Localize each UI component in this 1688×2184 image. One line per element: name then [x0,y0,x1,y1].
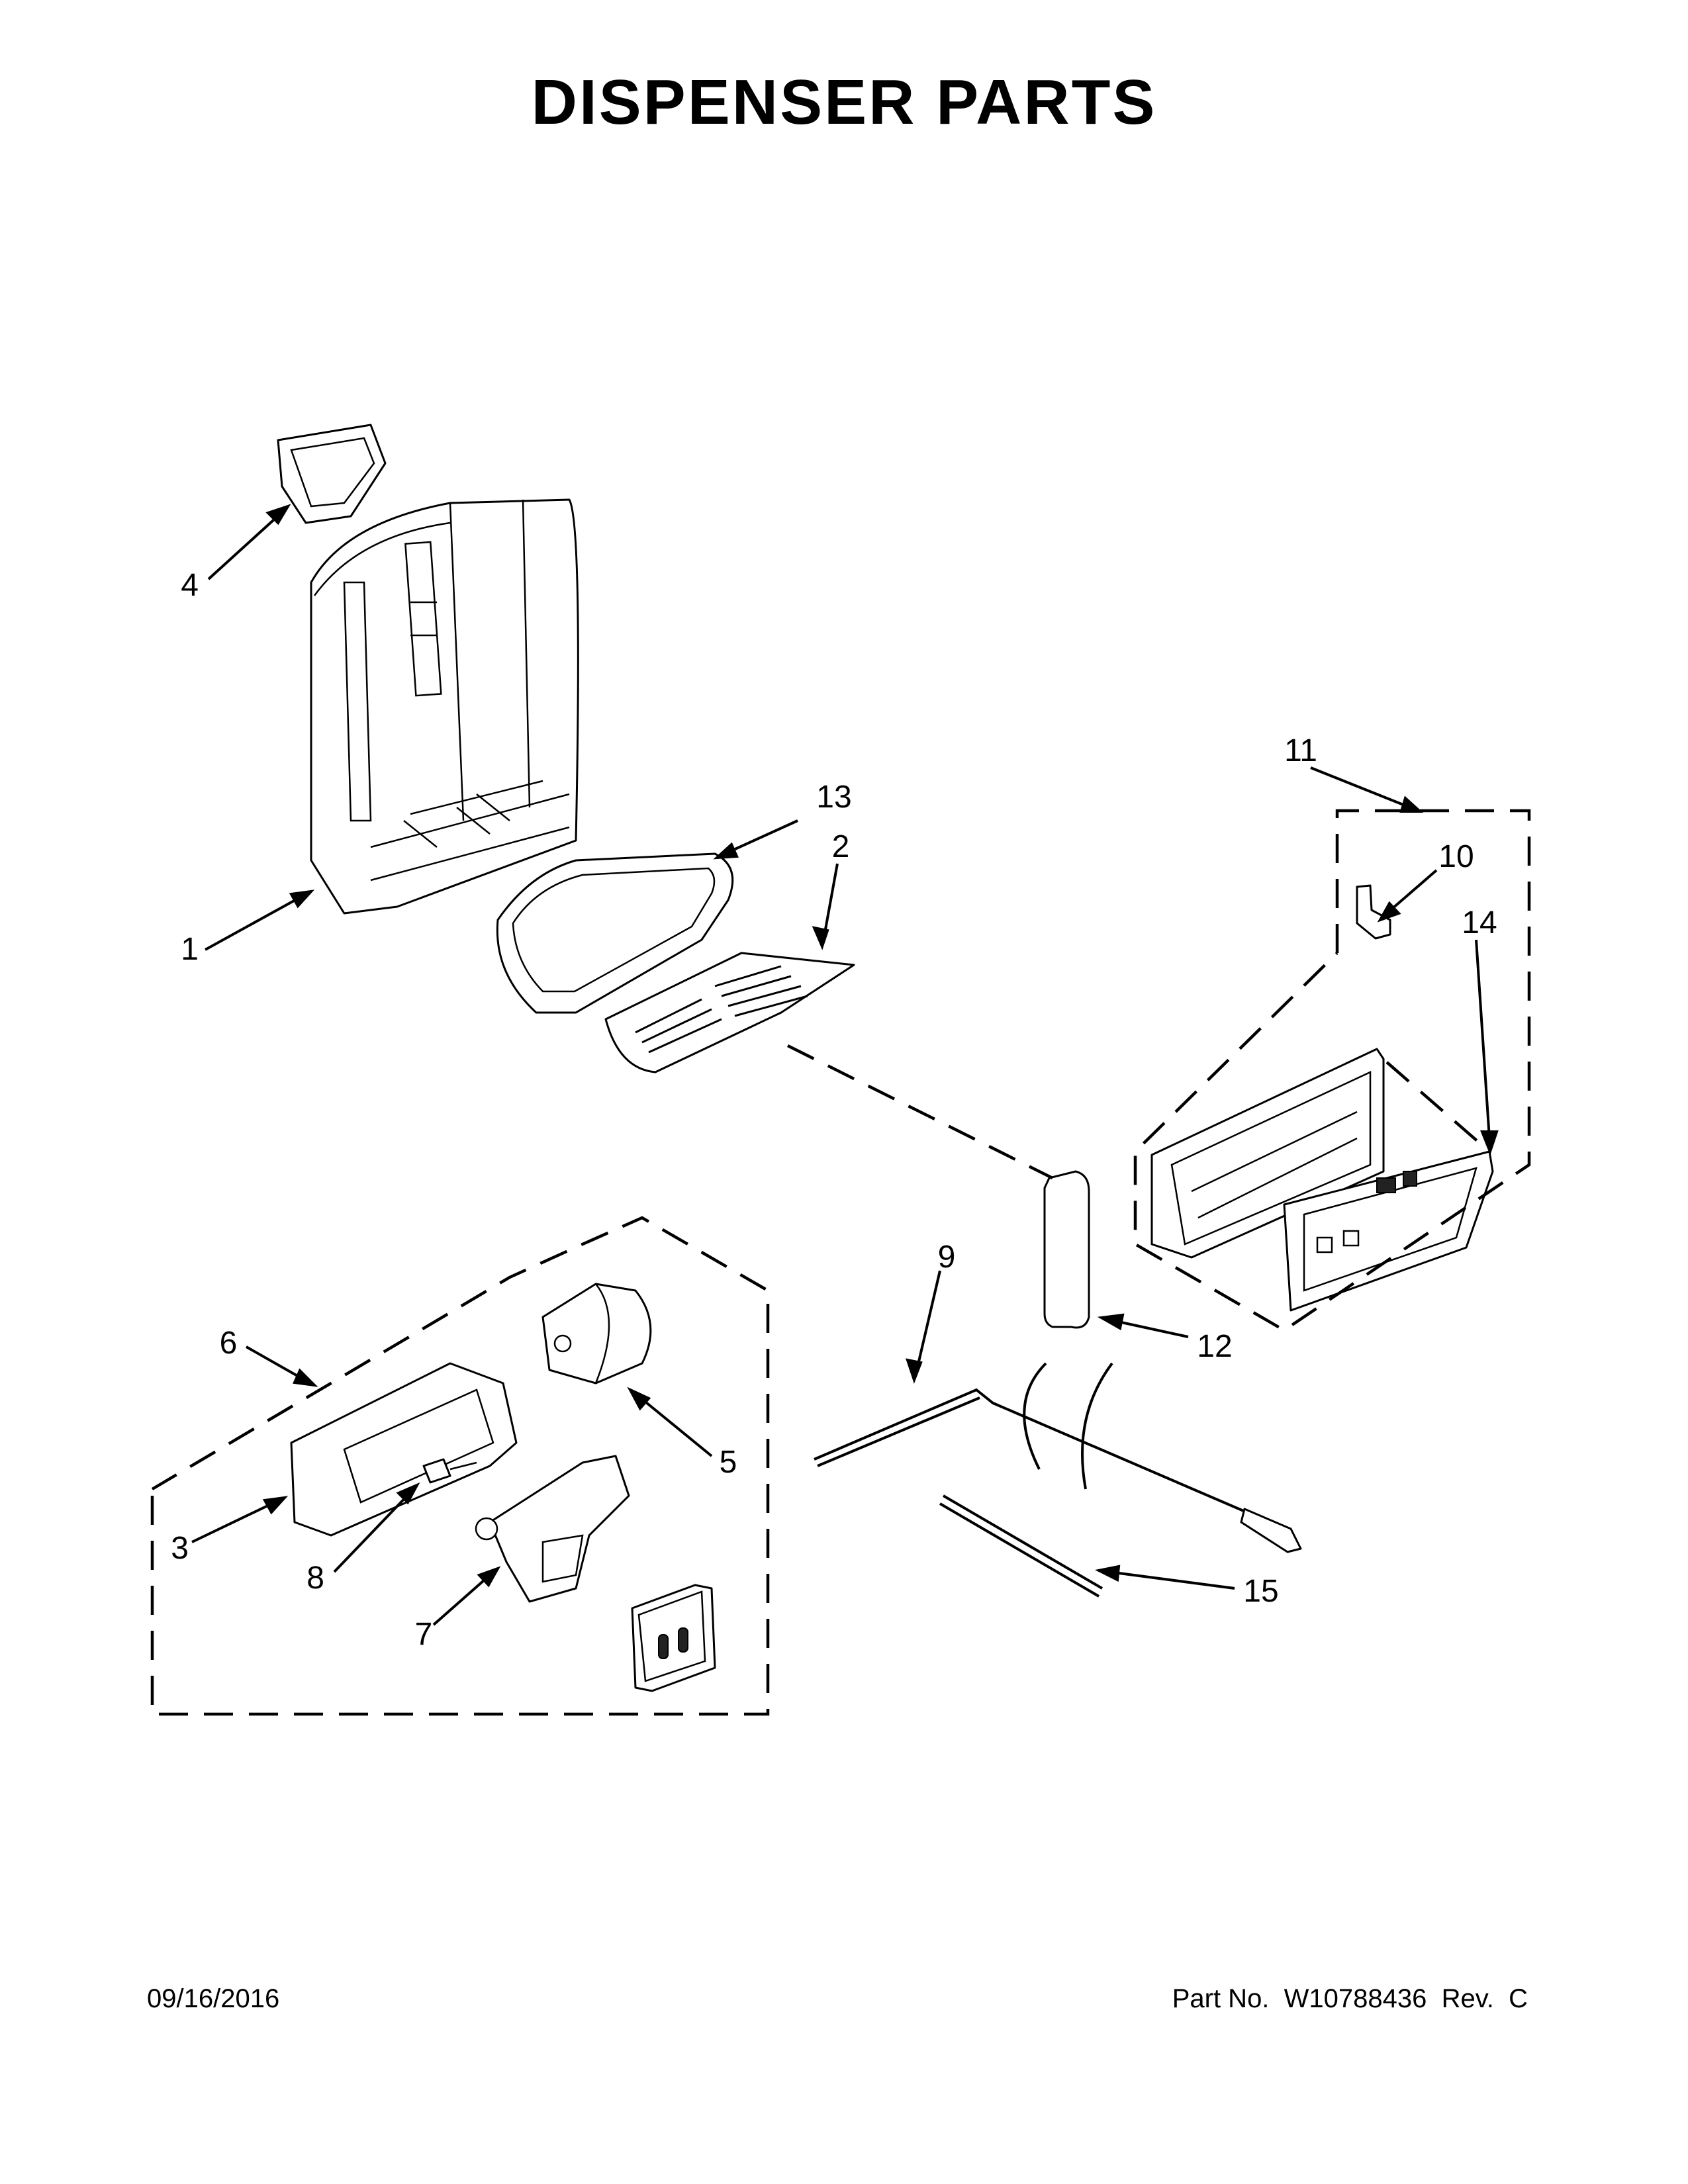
callout-7: 7 [415,1617,433,1652]
part-3-bracket [290,1362,518,1537]
arrow-leaders [191,504,1499,1626]
part-7-actuator [475,1455,630,1603]
part-10-connector [1356,884,1391,940]
callout-14: 14 [1462,905,1497,940]
callout-5: 5 [720,1445,737,1480]
callout-2: 2 [832,829,850,864]
part-15-rod [939,1494,1103,1598]
callout-6: 6 [220,1326,238,1361]
callout-1: 1 [181,932,199,967]
part-14-control-assembly [1150,1048,1494,1312]
part-paddle [631,1584,716,1692]
part-5-motor [541,1283,652,1385]
callout-9: 9 [938,1240,956,1275]
footer-part-number: Part No. W10788436 Rev. C [1172,1984,1528,2013]
page-title: DISPENSER PARTS [531,67,1157,138]
callout-3: 3 [171,1531,189,1566]
callout-4: 4 [181,568,199,603]
part-9-rod [814,1362,1302,1553]
callout-15: 15 [1243,1574,1278,1609]
callout-13: 13 [816,780,851,815]
part-4-cup [277,424,387,524]
part-8-screw [422,1458,477,1484]
callout-12: 12 [1197,1329,1232,1364]
group-box-6 [150,1216,770,1716]
part-1-housing [310,498,579,915]
part-2-grille [604,952,855,1073]
part-13-tray [496,852,734,1014]
footer-date: 09/16/2016 [147,1984,280,2013]
leader-14 [1385,1061,1491,1153]
callout-8: 8 [306,1561,324,1596]
part-12-pad [1043,1170,1090,1329]
leader-2-to-12 [786,1044,1054,1180]
group-box-11 [1133,809,1531,1332]
callout-10: 10 [1438,839,1474,874]
callout-11: 11 [1284,733,1317,768]
